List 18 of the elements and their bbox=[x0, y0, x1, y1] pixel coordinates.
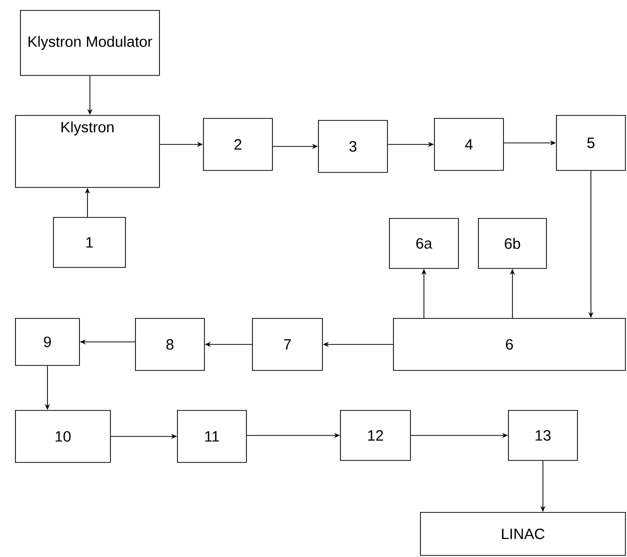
block-box: 6a bbox=[389, 218, 459, 269]
block-box: 7 bbox=[252, 318, 323, 371]
block-box: 6 bbox=[393, 318, 626, 371]
block-box: 8 bbox=[135, 318, 205, 371]
block-box: Klystron bbox=[15, 115, 160, 188]
block-box: Klystron Modulator bbox=[20, 10, 160, 76]
block-box: 13 bbox=[508, 410, 578, 461]
block-box: 3 bbox=[318, 120, 388, 173]
block-box: 10 bbox=[15, 410, 111, 463]
block-box: 5 bbox=[556, 115, 626, 171]
block-box: LINAC bbox=[420, 512, 626, 556]
block-box: 2 bbox=[203, 118, 273, 171]
block-box: 4 bbox=[434, 118, 504, 171]
block-box: 12 bbox=[340, 410, 411, 461]
block-box: 6b bbox=[478, 218, 547, 269]
block-box: 11 bbox=[177, 410, 247, 463]
block-box: 9 bbox=[15, 318, 80, 366]
block-box: 1 bbox=[53, 217, 126, 268]
